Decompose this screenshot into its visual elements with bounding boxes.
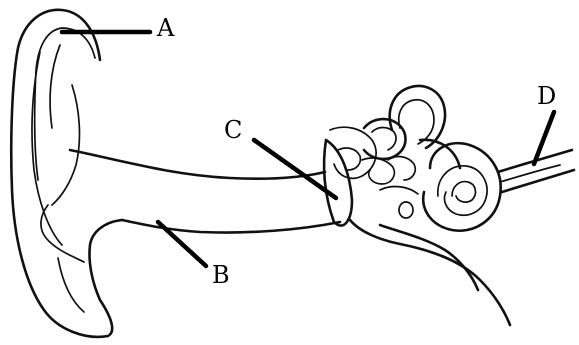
label-b: B [212, 261, 230, 289]
outer-ear [11, 10, 122, 337]
label-c-group: C [224, 116, 336, 198]
label-d: D [537, 82, 556, 110]
label-a-group: A [62, 14, 175, 42]
label-a: A [156, 14, 175, 42]
ear-canal [70, 150, 340, 233]
label-b-leader [158, 222, 206, 266]
inner-ear [364, 86, 501, 231]
label-d-group: D [534, 82, 556, 164]
middle-ear [324, 127, 510, 325]
label-c: C [224, 116, 242, 144]
